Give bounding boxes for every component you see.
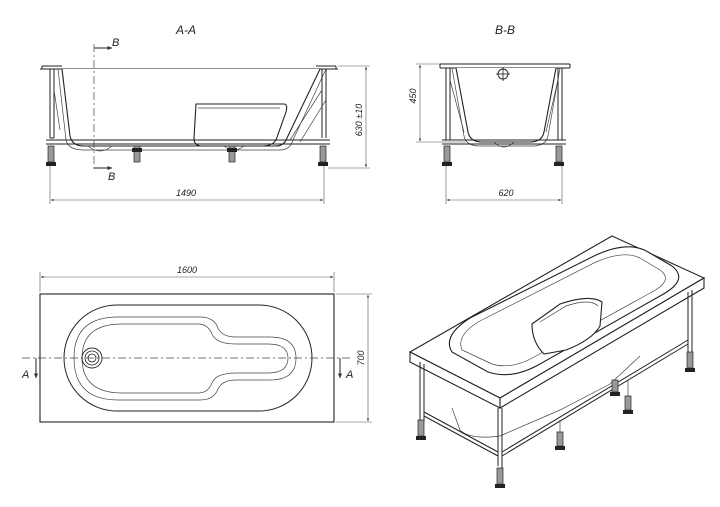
feet-aa (46, 145, 328, 166)
overflow-icon (496, 67, 510, 81)
section-aa-view: A-A B B (40, 23, 370, 204)
dim-frame-length-label: 1490 (176, 188, 196, 198)
frame-leg-left (49, 69, 55, 139)
dim-tub-length-label: 1600 (177, 265, 197, 275)
section-aa-title: A-A (175, 23, 196, 37)
section-bb-view: B-B 450 620 (408, 23, 571, 204)
feet-bb (442, 145, 564, 166)
rim-left (40, 65, 62, 70)
tub-body-end (455, 67, 557, 143)
rim-bb (439, 63, 571, 69)
section-marker-a-right: A (345, 369, 353, 381)
rim-right (316, 65, 338, 70)
section-marker-b-bottom: B (108, 171, 115, 183)
iso-feet (416, 351, 695, 488)
iso-frame (419, 290, 693, 468)
dim-depth-label: 450 (408, 88, 418, 103)
iso-backrest (531, 297, 603, 355)
dim-tub-width-label: 700 (356, 350, 366, 365)
isometric-view (408, 235, 706, 488)
section-bb-title: B-B (495, 23, 515, 37)
dim-frame-width-label: 620 (498, 188, 513, 198)
section-marker-a-left: A (21, 369, 29, 381)
section-marker-b-top: B (112, 37, 119, 49)
frame-leg-right (321, 69, 327, 138)
dim-height-label: 630 ±10 (354, 104, 364, 136)
top-view: 1600 A A 700 (21, 265, 372, 423)
